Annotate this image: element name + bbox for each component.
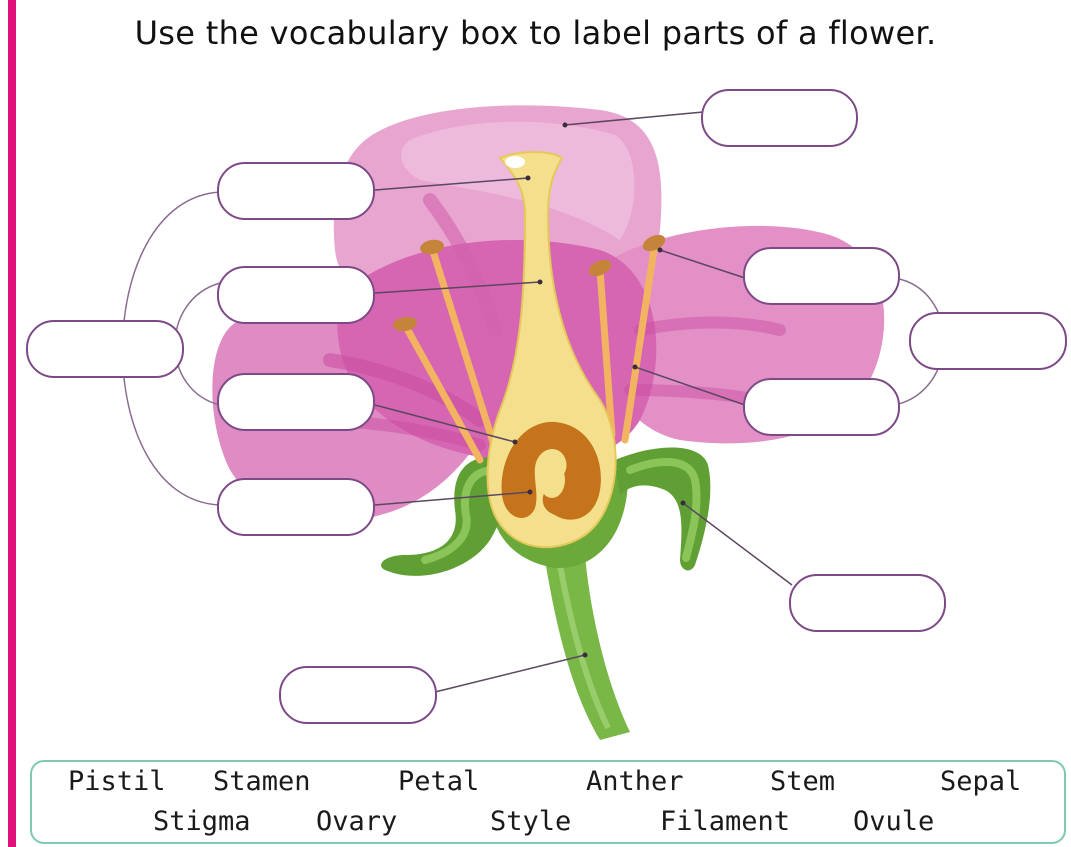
label-box-petal[interactable] <box>701 89 858 147</box>
vocab-word-pistil: Pistil <box>68 766 166 797</box>
stem <box>545 555 630 740</box>
label-box-ovule[interactable] <box>217 478 375 536</box>
label-box-stigma[interactable] <box>217 162 375 220</box>
vocab-word-stem: Stem <box>770 766 835 797</box>
vocab-word-ovule: Ovule <box>853 806 934 837</box>
vocab-word-style: Style <box>490 806 571 837</box>
label-box-anther[interactable] <box>743 247 900 305</box>
label-box-ovary[interactable] <box>217 373 375 431</box>
vocab-word-stigma: Stigma <box>153 806 251 837</box>
vocab-word-ovary: Ovary <box>316 806 397 837</box>
vocab-word-sepal: Sepal <box>940 766 1021 797</box>
label-box-style[interactable] <box>217 266 375 324</box>
label-box-sepal[interactable] <box>789 574 946 632</box>
vocab-word-anther: Anther <box>586 766 684 797</box>
label-box-stamen[interactable] <box>909 312 1067 370</box>
label-box-filament[interactable] <box>743 378 900 436</box>
label-box-pistil[interactable] <box>26 320 184 378</box>
ovule <box>539 462 565 498</box>
vocab-word-filament: Filament <box>660 806 790 837</box>
vocab-word-stamen: Stamen <box>213 766 311 797</box>
vocab-word-petal: Petal <box>398 766 479 797</box>
label-box-stem[interactable] <box>279 666 437 724</box>
